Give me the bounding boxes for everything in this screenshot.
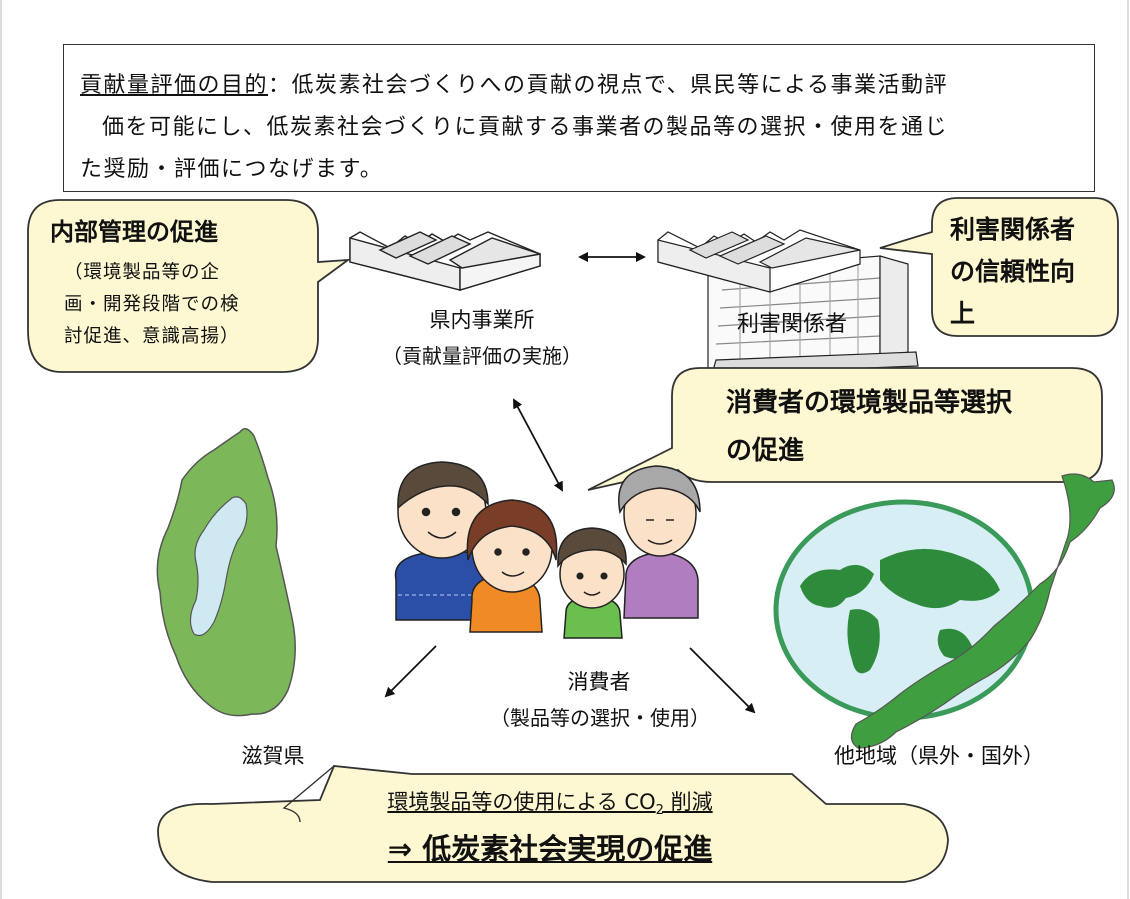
purpose-line-3: た奨励・評価につなげます。: [80, 157, 384, 182]
other-region-name: 他地域（県外・国外）: [834, 744, 1044, 768]
callout-stakeholder-line-3: 上: [950, 299, 976, 328]
co2-subscript: 2: [655, 803, 664, 819]
callout-stakeholder-shape: [879, 197, 1119, 337]
callout-internal-shape: [27, 199, 352, 373]
callout-internal-sub-1: （環境製品等の企: [64, 262, 221, 283]
purpose-line1-text: ：低炭素社会づくりへの貢献の視点で、県民等による事業活動評: [268, 73, 948, 98]
callout-internal-sub-3: 討促進、意識高揚）: [64, 326, 240, 347]
business-building-icon: [349, 231, 541, 291]
purpose-line-2: 価を可能にし、低炭素社会づくりに貢献する事業者の製品等の選択・使用を通じ: [102, 115, 949, 140]
arrow-consumer-other: [689, 647, 756, 714]
callout-internal-sub-2: 画・開発段階での検: [64, 294, 240, 315]
shiga-map-icon: [156, 428, 296, 717]
business-role: （貢献量評価の実施）: [382, 344, 582, 368]
arrow-business-consumer: [513, 398, 563, 492]
shiga-name: 滋賀県: [241, 744, 305, 768]
purpose-line-1: 貢献量評価の目的：低炭素社会づくりへの貢献の視点で、県民等による事業活動評: [80, 67, 948, 99]
bottom-callout-line-1: 環境製品等の使用による CO2 削減: [300, 786, 800, 818]
business-name: 県内事業所: [429, 308, 535, 332]
callout-bottom-shape: [157, 765, 949, 883]
stakeholder-building-icon: [657, 229, 919, 375]
globe-japan-icon: [773, 473, 1115, 749]
callout-consumer-line-1: 消費者の環境製品等選択: [726, 388, 1013, 418]
callout-stakeholder-line-1: 利害関係者: [950, 215, 1076, 244]
purpose-heading: 貢献量評価の目的: [80, 73, 269, 98]
purpose-box: 貢献量評価の目的：低炭素社会づくりへの貢献の視点で、県民等による事業活動評 価を…: [63, 44, 1095, 192]
bottom-callout-line-1-text: 環境製品等の使用による CO: [387, 790, 656, 814]
bottom-callout-line-2: ⇒ 低炭素社会実現の促進: [387, 832, 713, 866]
callout-stakeholder-line-2: の信頼性向: [950, 257, 1076, 286]
consumer-family-icon: [394, 461, 701, 639]
callout-internal-title: 内部管理の促進: [50, 218, 218, 246]
bottom-callout-line-1-post: 削減: [663, 790, 713, 814]
callout-consumer-line-2: の促進: [726, 436, 805, 466]
stakeholders-name: 利害関係者: [736, 312, 847, 337]
consumers-role: （製品等の選択・使用）: [490, 706, 710, 730]
arrow-consumer-shiga: [384, 645, 437, 698]
callout-consumer-shape: [587, 367, 1103, 491]
consumers-name: 消費者: [567, 670, 631, 694]
